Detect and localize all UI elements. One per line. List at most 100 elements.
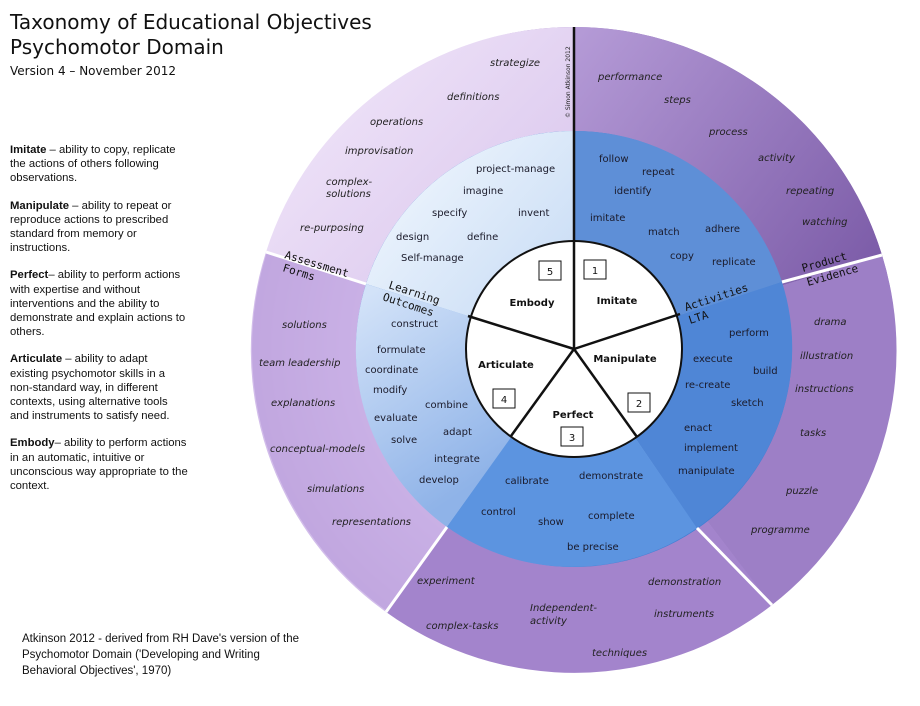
copyright-text: © Simon Atkinson 2012 <box>565 46 572 118</box>
version-label: Version 4 – November 2012 <box>10 64 176 78</box>
number-box-5 <box>538 260 562 281</box>
divider-bottom-right <box>572 348 639 438</box>
inner-label-articulate: Articulate <box>478 360 534 371</box>
outer-divider-bottom-right <box>695 526 774 607</box>
inner-label-embody: Embody <box>510 298 555 309</box>
word: puzzle <box>785 486 818 497</box>
outer-words-bottom: experiment demonstration Independent- ac… <box>417 576 721 659</box>
definition-term: Embody <box>10 437 55 450</box>
word: be precise <box>567 542 619 553</box>
number-2: 2 <box>636 399 642 410</box>
definition-imitate: Imitate – ability to copy, replicate the… <box>10 143 188 186</box>
word: tasks <box>800 428 826 439</box>
word: programme <box>750 525 810 536</box>
middle-ring <box>355 130 793 567</box>
word: repeating <box>786 186 834 197</box>
definition-separator: – <box>48 269 58 282</box>
word: invent <box>518 208 550 219</box>
divider-right <box>573 312 681 351</box>
word: match <box>648 227 680 238</box>
middle-words-perfect: calibrate demonstrate control show compl… <box>481 471 643 553</box>
word: sketch <box>731 398 764 409</box>
word: evaluate <box>374 413 418 424</box>
definition-text: ability to copy, replicate the actions o… <box>10 144 176 185</box>
definition-term: Manipulate <box>10 199 69 212</box>
word: calibrate <box>505 476 549 487</box>
word: modify <box>373 385 407 396</box>
outer-divider-left <box>265 250 367 286</box>
word: watching <box>802 217 848 228</box>
word: complex- <box>326 177 373 188</box>
divider-left <box>467 314 575 351</box>
word: build <box>753 366 778 377</box>
word: drama <box>814 317 846 328</box>
number-1: 1 <box>592 266 598 277</box>
inner-label-manipulate: Manipulate <box>593 354 656 365</box>
word: steps <box>664 95 691 106</box>
word: manipulate <box>678 466 735 477</box>
number-4: 4 <box>501 395 507 406</box>
definition-articulate: Articulate – ability to adapt existing p… <box>10 352 188 423</box>
word: design <box>396 232 429 243</box>
number-5: 5 <box>547 267 553 278</box>
definition-embody: Embody– ability to perform actions in an… <box>10 436 188 493</box>
word: instructions <box>795 384 854 395</box>
word: integrate <box>434 454 480 465</box>
word: enact <box>684 423 712 434</box>
word: demonstrate <box>579 471 643 482</box>
definition-separator: – <box>62 353 75 366</box>
definition-perfect: Perfect– ability to perform actions with… <box>10 268 188 339</box>
word: solutions <box>326 189 371 200</box>
inner-label-perfect: Perfect <box>553 410 594 421</box>
word: illustration <box>800 351 853 362</box>
inner-number-boxes: 1 2 3 4 5 <box>492 259 651 447</box>
word: formulate <box>377 345 426 356</box>
word: team leadership <box>259 358 340 369</box>
title-line-2: Psychomotor Domain <box>10 35 224 59</box>
word: solve <box>391 435 417 446</box>
word: specify <box>432 208 467 219</box>
outer-words-activities: performance steps process activity repea… <box>597 72 848 228</box>
number-box-2 <box>627 392 651 413</box>
word: techniques <box>592 648 647 659</box>
word: experiment <box>417 576 476 587</box>
word: project-manage <box>476 164 555 175</box>
outer-dividers <box>265 250 883 613</box>
number-box-1 <box>583 259 607 280</box>
word: Self-manage <box>401 253 464 264</box>
number-3: 3 <box>569 433 575 444</box>
inner-labels: Imitate Manipulate Perfect Articulate Em… <box>478 296 657 421</box>
word: imitate <box>590 213 625 224</box>
word: conceptual-models <box>270 444 365 455</box>
word: complex-tasks <box>426 621 498 632</box>
word: develop <box>419 475 459 486</box>
word: activity <box>530 616 568 627</box>
word: strategize <box>490 58 540 69</box>
outer-words-product: drama illustration instructions tasks pu… <box>750 317 854 536</box>
definition-text: ability to perform actions in an automat… <box>10 437 188 493</box>
middle-words-imitate: follow repeat identify imitate match adh… <box>590 154 756 268</box>
word: activity <box>758 153 796 164</box>
word: combine <box>425 400 468 411</box>
credit-note: Atkinson 2012 - derived from RH Dave's v… <box>22 633 300 677</box>
word: repeat <box>642 167 675 178</box>
word: representations <box>332 517 411 528</box>
definition-separator: – <box>69 199 82 212</box>
word: show <box>538 517 564 528</box>
word: control <box>481 507 516 518</box>
word: replicate <box>712 257 756 268</box>
word: instruments <box>654 609 714 620</box>
word: execute <box>693 354 733 365</box>
word: coordinate <box>365 365 418 376</box>
definition-text: ability to adapt existing psychomotor sk… <box>10 353 170 423</box>
word: adapt <box>443 427 472 438</box>
title-line-1: Taxonomy of Educational Objectives <box>10 10 372 34</box>
word: simulations <box>307 484 364 495</box>
word: solutions <box>282 320 327 331</box>
word: identify <box>614 186 652 197</box>
word: definitions <box>447 92 499 103</box>
word: Independent- <box>530 603 597 614</box>
word: improvisation <box>345 146 413 157</box>
definition-separator: – <box>54 437 64 450</box>
